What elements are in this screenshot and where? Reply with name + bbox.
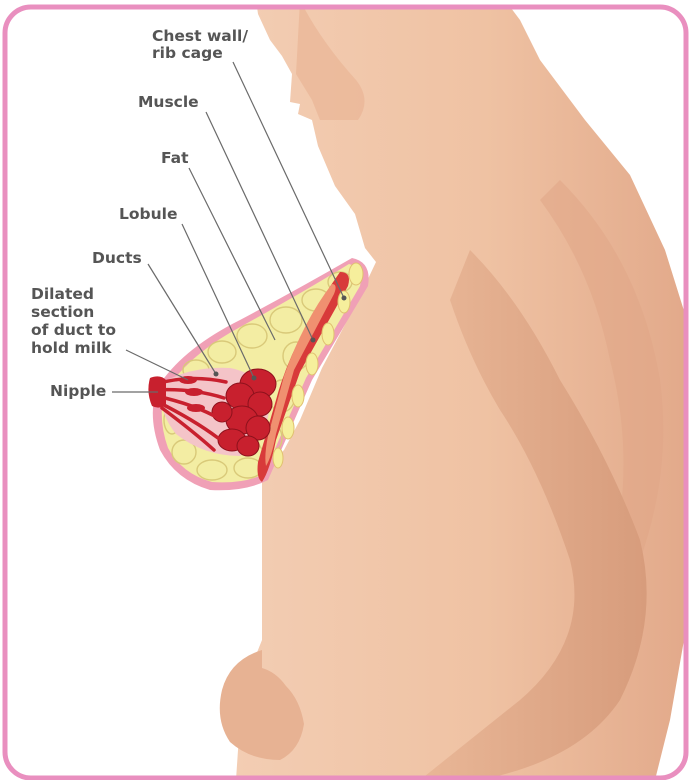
illustration (148, 0, 690, 780)
muscle-leader (206, 112, 313, 340)
fat-label: Fat (161, 149, 189, 167)
dilated-label: Dilated section of duct to hold milk (31, 285, 121, 357)
muscle-label: Muscle (138, 93, 199, 111)
fat-leader (189, 168, 275, 340)
ducts-leader (148, 264, 216, 374)
lobule-label: Lobule (119, 205, 177, 223)
chest-wall-label: Chest wall/ rib cage (152, 27, 253, 62)
ducts-label: Ducts (92, 249, 142, 267)
nipple-label: Nipple (50, 382, 106, 400)
